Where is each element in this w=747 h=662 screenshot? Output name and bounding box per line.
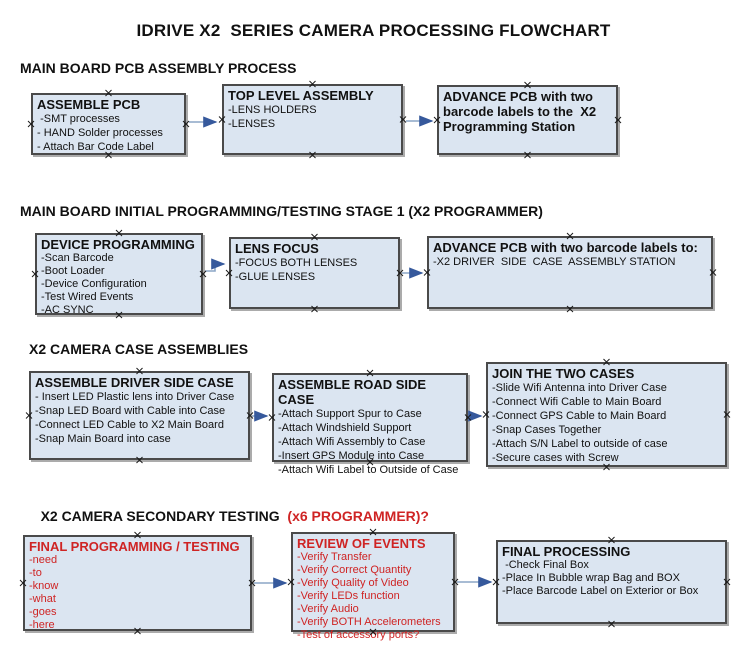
box-item: -need [29, 554, 58, 566]
box-item: -FOCUS BOTH LENSES [235, 257, 358, 269]
flow-box-join-the-two-cases: JOIN THE TWO CASES -Slide Wifi Antenna i… [486, 362, 727, 467]
box-header: JOIN THE TWO CASES [492, 366, 635, 381]
flow-box-assemble-road-side-case: ASSEMBLE ROAD SIDE CASE -Attach Support … [272, 373, 468, 476]
flow-arrow-deviceprog-to-lensfocus [205, 258, 226, 272]
box-header: LENS FOCUS [235, 241, 319, 256]
box-header: ADVANCE PCB with two barcode labels to t… [443, 89, 600, 134]
flow-box-lens-focus: LENS FOCUS -FOCUS BOTH LENSES -GLUE LENSE… [229, 237, 400, 309]
box-item: -Scan Barcode [41, 252, 114, 264]
box-item: -Device Configuration [41, 278, 147, 290]
box-item: -here [29, 619, 55, 631]
box-item: -Test of accessory ports? [297, 629, 420, 641]
box-items: -Check Final Box-Place In Bubble wrap Ba… [502, 559, 723, 598]
box-item: - HAND Solder processes [37, 127, 163, 139]
box-header: ASSEMBLE PCB [37, 97, 141, 112]
box-item: -Connect Wifi Cable to Main Board [492, 396, 662, 408]
box-item: -Verify Transfer [297, 551, 372, 563]
box-item: -AC SYNC [41, 304, 94, 316]
flow-box-advance-pcb-driver-side-station: ADVANCE PCB with two barcode labels to: … [427, 236, 713, 309]
box-item: -LENSES [228, 118, 276, 130]
section-heading-secondary-testing: X2 CAMERA SECONDARY TESTING (x6 PROGRAMM… [25, 492, 429, 540]
box-item: -Secure cases with Screw [492, 452, 619, 464]
box-item: -to [29, 567, 42, 579]
box-item: - Insert LED Plastic lens into Driver Ca… [35, 391, 235, 403]
box-item: -Test Wired Events [41, 291, 134, 303]
section-heading-secondary-testing-red: (x6 PROGRAMMER)? [287, 508, 429, 524]
box-item: -X2 DRIVER SIDE CASE ASSEMBLY STATION [433, 256, 676, 268]
flow-box-final-programming-testing: FINAL PROGRAMMING / TESTING -need-to-kno… [23, 535, 252, 631]
box-item: -Snap LED Board with Cable into Case [35, 405, 226, 417]
box-item: -Slide Wifi Antenna into Driver Case [492, 382, 667, 394]
section-heading-initial-programming: MAIN BOARD INITIAL PROGRAMMING/TESTING S… [20, 203, 543, 219]
box-item: -what [29, 593, 56, 605]
flow-box-advance-pcb-programming-station: ADVANCE PCB with two barcode labels to t… [437, 85, 618, 155]
box-header: ASSEMBLE DRIVER SIDE CASE [35, 375, 234, 390]
box-item: - Attach Bar Code Label [37, 141, 154, 153]
flow-box-assemble-pcb: ASSEMBLE PCB -SMT processes - HAND Solder… [31, 93, 186, 155]
box-item: -Verify BOTH Accelerometers [297, 616, 441, 628]
box-item: -Verify Audio [297, 603, 359, 615]
box-header: FINAL PROGRAMMING / TESTING [29, 539, 240, 554]
box-item: -Snap Cases Together [492, 424, 602, 436]
box-header: FINAL PROCESSING [502, 544, 631, 559]
box-item: -Boot Loader [41, 265, 105, 277]
flow-box-final-processing: FINAL PROCESSING -Check Final Box-Place … [496, 540, 727, 624]
box-item: -Attach Wifi Label to Outside of Case [278, 464, 459, 476]
box-items: -FOCUS BOTH LENSES -GLUE LENSES [235, 256, 396, 284]
section-heading-pcb-assembly: MAIN BOARD PCB ASSEMBLY PROCESS [20, 60, 297, 76]
box-item: -Verify Correct Quantity [297, 564, 412, 576]
box-items: -Attach Support Spur to Case -Attach Wind… [278, 407, 464, 477]
box-header: ASSEMBLE ROAD SIDE CASE [278, 377, 430, 407]
flow-box-assemble-driver-side-case: ASSEMBLE DRIVER SIDE CASE - Insert LED P… [29, 371, 250, 460]
box-items: -X2 DRIVER SIDE CASE ASSEMBLY STATION [433, 255, 709, 269]
box-header: ADVANCE PCB with two barcode labels to: [433, 240, 698, 255]
box-items: - Insert LED Plastic lens into Driver Ca… [35, 390, 246, 446]
box-items: -SMT processes - HAND Solder processes - A… [37, 112, 182, 154]
box-header: TOP LEVEL ASSEMBLY [228, 88, 374, 103]
flow-box-review-of-events: REVIEW OF EVENTS -Verify Transfer-Verify… [291, 532, 455, 641]
box-item: -Check Final Box [502, 559, 589, 571]
box-item: -Place In Bubble wrap Bag and BOX [502, 572, 680, 584]
box-item: -Insert GPS Module into Case [278, 450, 425, 462]
box-header: DEVICE PROGRAMMING [41, 237, 195, 252]
box-item: -Verify LEDs function [297, 590, 400, 602]
box-item: -Place Barcode Label on Exterior or Box [502, 585, 699, 597]
box-item: -know [29, 580, 59, 592]
flow-box-device-programming: DEVICE PROGRAMMING -Scan Barcode-Boot Lo… [35, 233, 203, 317]
box-item: -Attach S/N Label to outside of case [492, 438, 668, 450]
box-items: -Slide Wifi Antenna into Driver Case -Con… [492, 381, 723, 465]
box-item: -Attach Wifi Assembly to Case [278, 436, 426, 448]
box-item: -Connect GPS Cable to Main Board [492, 410, 667, 422]
box-item: -LENS HOLDERS [228, 104, 317, 116]
flow-box-top-level-assembly: TOP LEVEL ASSEMBLY -LENS HOLDERS -LENSES [222, 84, 403, 155]
section-heading-case-assemblies: X2 CAMERA CASE ASSEMBLIES [29, 341, 249, 357]
box-items: -LENS HOLDERS -LENSES [228, 103, 399, 131]
box-item: -Attach Support Spur to Case [278, 408, 422, 420]
section-heading-secondary-testing-black: X2 CAMERA SECONDARY TESTING [40, 508, 288, 524]
box-item: -SMT processes [37, 113, 120, 125]
box-item: -Snap Main Board into case [35, 433, 171, 445]
box-items: -need-to-know-what-goes-here [29, 554, 248, 632]
box-item: -Verify Quality of Video [297, 577, 409, 589]
page-title: IDRIVE X2 SERIES CAMERA PROCESSING FLOWC… [136, 21, 611, 40]
box-item: -GLUE LENSES [235, 271, 316, 283]
box-item: -goes [29, 606, 57, 618]
box-item: -Attach Windshield Support [278, 422, 412, 434]
box-items: -Scan Barcode-Boot Loader-Device Configu… [41, 252, 199, 317]
box-header: REVIEW OF EVENTS [297, 536, 426, 551]
box-item: -Connect LED Cable to X2 Main Board [35, 419, 224, 431]
box-items: -Verify Transfer-Verify Correct Quantity… [297, 551, 451, 642]
